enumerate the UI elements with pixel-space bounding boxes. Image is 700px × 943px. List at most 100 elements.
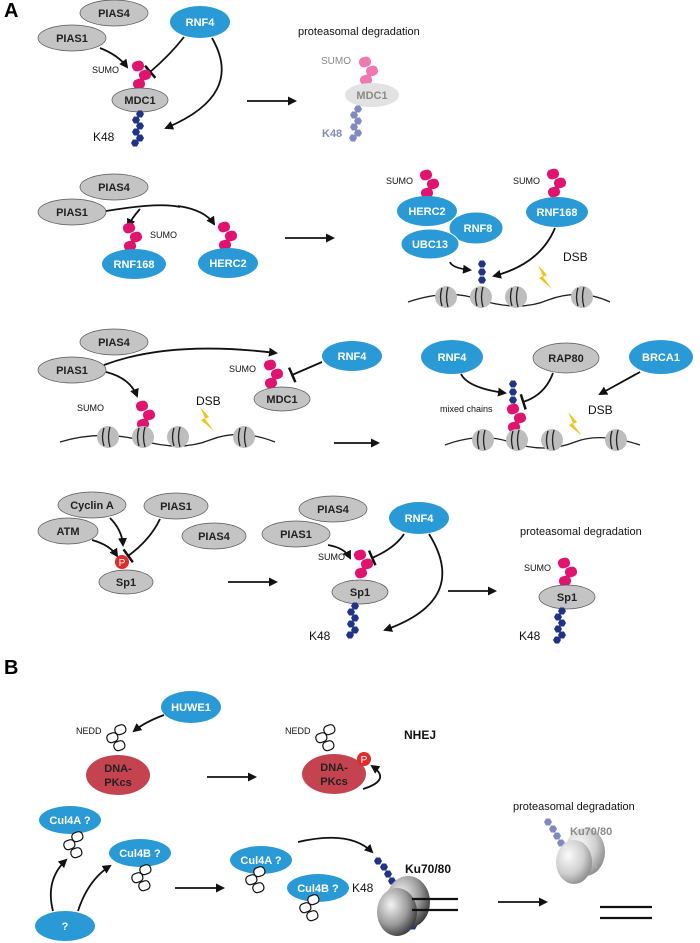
cul4b-b-label: Cul4B ? <box>297 883 339 895</box>
mdc1-node-3 <box>253 386 311 412</box>
sp1-node-c <box>538 584 596 610</box>
mdc1-faded-label: MDC1 <box>356 90 387 102</box>
herc2-node-b <box>397 196 457 226</box>
sumo-c-label: SUMO <box>524 563 551 573</box>
k48-faded-icon <box>349 106 362 142</box>
nucleosome-1 <box>434 285 458 309</box>
nucleosome-2 <box>469 285 493 309</box>
sp1-node <box>98 569 154 595</box>
cul4a-to-ku-arrow <box>297 836 374 854</box>
mdc1-faded-node <box>345 83 399 107</box>
rap80-inhibit-chain <box>519 372 554 410</box>
ub-hex-3 <box>478 276 486 284</box>
pias4-node-4b <box>298 495 368 523</box>
rnf4-inhibit-mdc1 <box>287 361 323 383</box>
unknown-to-cul4b-arrow <box>77 864 112 912</box>
sumo-c-icon <box>556 556 579 588</box>
rnf4-label-3: RNF4 <box>338 351 368 363</box>
dsb-label-3: DSB <box>196 394 221 408</box>
row2-rnf168-herc2: PIAS4 PIAS1 SUMO RNF168 HERC2 SUMO HERC2… <box>37 167 611 309</box>
panel-label-a: A <box>4 0 18 22</box>
rap80-node <box>532 342 600 374</box>
atm-label: ATM <box>56 526 79 538</box>
nedd-b-label: NEDD <box>285 726 311 736</box>
brca1-node <box>629 340 693 374</box>
dsb-bolt-icon-3 <box>200 407 214 431</box>
nucleosome-3 <box>504 285 528 309</box>
k48-chain-icon <box>131 111 144 147</box>
pias-to-sumo-arrow <box>99 47 129 69</box>
rap80-label: RAP80 <box>548 353 583 365</box>
pias1-node-4b <box>261 520 331 548</box>
pias4-label: PIAS4 <box>98 8 131 20</box>
cul4b-label: Cul4B ? <box>119 848 161 860</box>
pias1-b-label: PIAS1 <box>280 529 312 541</box>
nhej-label: NHEJ <box>404 728 436 742</box>
row3-mdc1-rap80: PIAS4 PIAS1 SUMO MDC1 RNF4 SUMO DSB RNF4… <box>37 328 693 452</box>
pias-to-mdc1-arrow <box>103 347 278 366</box>
rnf168-b-label: RNF168 <box>537 207 578 219</box>
ubc13-node <box>400 228 460 260</box>
mixed-chains-label: mixed chains <box>440 404 493 414</box>
rnf8-node <box>448 211 504 245</box>
pias4-node-3 <box>79 328 149 356</box>
sumo-faded-icon <box>357 55 380 87</box>
nucleosome-3b-4 <box>604 428 628 452</box>
pias1-label: PIAS1 <box>56 33 88 45</box>
rnf168-label: RNF168 <box>114 259 155 271</box>
sumo-chr-label: SUMO <box>77 403 104 413</box>
nedd-chain-b-icon <box>314 722 337 753</box>
ku-sphere-front <box>377 888 417 936</box>
rnf168-to-chain-arrow <box>492 227 556 279</box>
sumo-a-label: SUMO <box>386 176 413 186</box>
rnf8-label: RNF8 <box>464 223 493 235</box>
cyclin-label: Cyclin A <box>70 500 114 512</box>
atm-node <box>37 517 99 545</box>
sumo-b-label-4: SUMO <box>318 552 345 562</box>
ub-hex-1 <box>478 260 486 268</box>
rnf4-node <box>170 6 230 38</box>
rnf4-to-k48-arrow-4 <box>383 533 444 632</box>
pias-to-sp1-sumo-arrow <box>327 544 351 560</box>
sumo-label: SUMO <box>92 65 119 75</box>
cul4b-node-b <box>287 874 349 902</box>
nucleosome-4 <box>570 285 594 309</box>
nucleosome-3b-2 <box>505 428 529 452</box>
pias4-label-3: PIAS4 <box>98 337 131 349</box>
k48-sp1-icon <box>346 603 359 639</box>
brca1-label: BRCA1 <box>642 352 680 364</box>
sp1-node-b <box>331 579 389 605</box>
nedd-chain-icon <box>105 722 128 753</box>
pias1-node-4 <box>143 492 209 520</box>
nucleosome-3a-2 <box>131 425 155 449</box>
dsb-bolt-icon <box>538 265 552 289</box>
dnapk-b-label-2: PKcs <box>320 776 348 788</box>
pias4-node <box>79 0 149 27</box>
b-row2-ku: Cul4A ? Cul4B ? ? Cul4A ? Cul4B ? K4 <box>35 801 652 941</box>
herc2-label: HERC2 <box>209 258 246 270</box>
rnf4-to-k48-arrow <box>164 37 223 130</box>
outcome-label: proteasomal degradation <box>298 26 420 38</box>
rnf4-to-chain-arrow <box>460 373 507 397</box>
cul4a-label: Cul4A ? <box>49 815 90 827</box>
huwe1-arrow <box>132 714 165 733</box>
row4-sp1: Cyclin A ATM PIAS1 PIAS4 P Sp1 PIAS4 PIA… <box>37 491 642 643</box>
pias4-label-2: PIAS4 <box>98 182 131 194</box>
phospho-label: P <box>119 558 126 569</box>
rnf4-label: RNF4 <box>186 17 216 29</box>
dnapk-node <box>86 755 150 795</box>
nucleosome-3a-3 <box>166 425 190 449</box>
k48-ku-label: K48 <box>352 881 374 895</box>
unknown-to-cul4a-arrow <box>49 858 68 912</box>
phospho-badge-b <box>357 752 371 766</box>
pias4-label-4: PIAS4 <box>198 531 231 543</box>
dnapk-b-label-1: DNA- <box>320 762 348 774</box>
cul4b-node <box>109 839 171 867</box>
k48-label: K48 <box>93 130 115 144</box>
rnf4-inhibit-sp1-sumo <box>367 533 405 566</box>
sumo-mdc1-icon <box>262 358 285 390</box>
sumo-b-label: SUMO <box>513 176 540 186</box>
row1-sumo-mdc1: PIAS4 PIAS1 RNF4 SUMO MDC1 K48 proteasom… <box>37 0 420 147</box>
cyclin-node <box>57 491 127 519</box>
pias1-node <box>37 24 107 52</box>
